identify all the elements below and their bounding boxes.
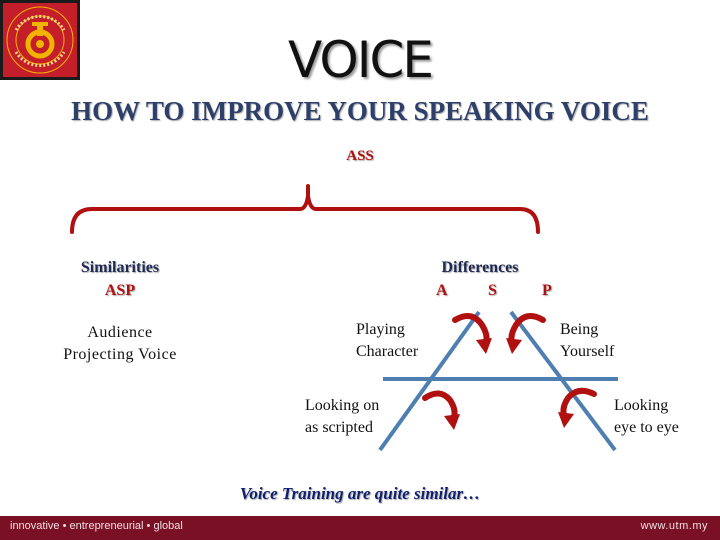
differences-heading: Differences: [441, 259, 519, 276]
difference-letter-s: S: [488, 282, 497, 299]
similarity-item: Projecting Voice: [63, 346, 177, 363]
footer-bar: innovative • entrepreneurial • global ww…: [0, 516, 720, 540]
similarity-item: Audience: [87, 324, 153, 341]
slide-title: VOICE: [288, 31, 434, 89]
arrow-top-right-icon: [506, 313, 546, 354]
brace: [70, 184, 540, 234]
similarities-heading: Similarities: [80, 259, 160, 276]
similarities-list: Audience Projecting Voice: [40, 322, 200, 366]
arrow-bottom-left-icon: [422, 390, 460, 430]
curved-arrows: [422, 313, 597, 430]
similarities-acronym: ASP: [104, 282, 136, 299]
footer-website: www.utm.my: [640, 520, 708, 532]
looking-eye-to-eye-label: Looking eye to eye: [614, 397, 679, 436]
footer-tagline: innovative • entrepreneurial • global: [10, 520, 183, 532]
looking-on-scripted-label: Looking on as scripted: [305, 397, 380, 436]
utm-logo: [0, 0, 80, 80]
difference-letter-a: A: [436, 282, 448, 299]
conclusion-text: Voice Training are quite similar…: [239, 484, 481, 503]
being-yourself-label: Being Yourself: [560, 321, 615, 360]
slide-subtitle: HOW TO IMPROVE YOUR SPEAKING VOICE: [71, 96, 649, 126]
arrow-bottom-right-icon: [558, 387, 597, 428]
playing-character-label: Playing Character: [356, 321, 419, 360]
root-label: ASS: [346, 148, 374, 164]
arrow-top-left-icon: [452, 313, 492, 354]
difference-letter-p: P: [542, 282, 552, 299]
difference-lines: [378, 310, 618, 452]
